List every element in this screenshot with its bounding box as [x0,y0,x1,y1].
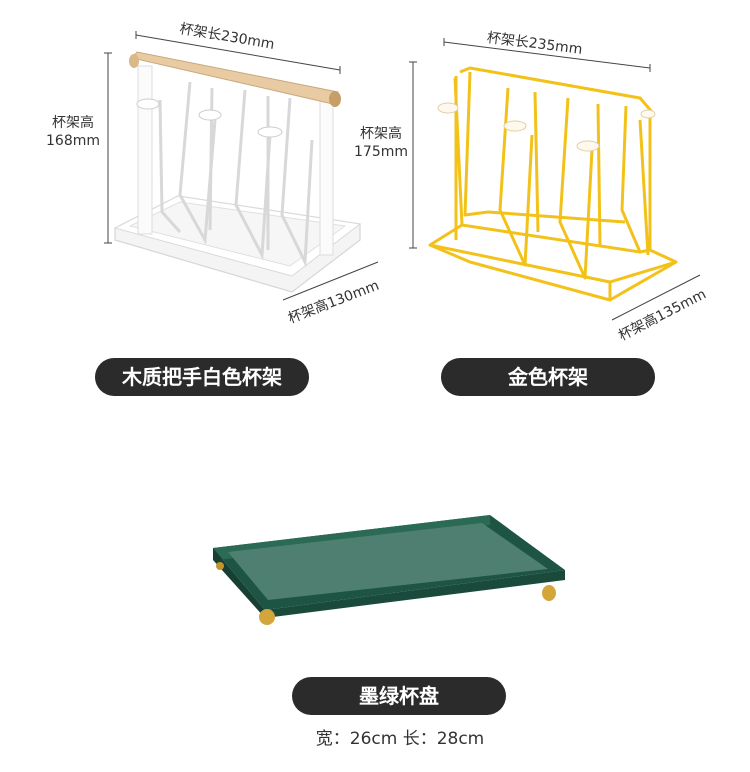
gold-rack-name-pill: 金色杯架 [441,358,655,396]
green-tray-name-pill: 墨绿杯盘 [292,677,506,715]
white-rack-dimension-lines [104,31,379,301]
white-rack-height-label: 杯架高 168mm [40,115,106,150]
gold-rack-caps [437,102,656,152]
green-tray-image [213,515,565,625]
gold-rack-dimension-lines [409,38,701,321]
green-tray-spec: 宽：26cm 长：28cm [315,729,485,749]
white-rack-height-label-line2: 168mm [46,132,100,149]
gold-rack-image [428,66,678,302]
white-rack-name-pill: 木质把手白色杯架 [95,358,309,396]
gold-rack-height-label-line1: 杯架高 [360,126,402,142]
white-rack-height-label-line1: 杯架高 [52,115,94,131]
gold-rack-height-label: 杯架高 175mm [348,126,414,161]
gold-rack-height-label-line2: 175mm [354,143,408,160]
white-rack-image [113,51,362,293]
